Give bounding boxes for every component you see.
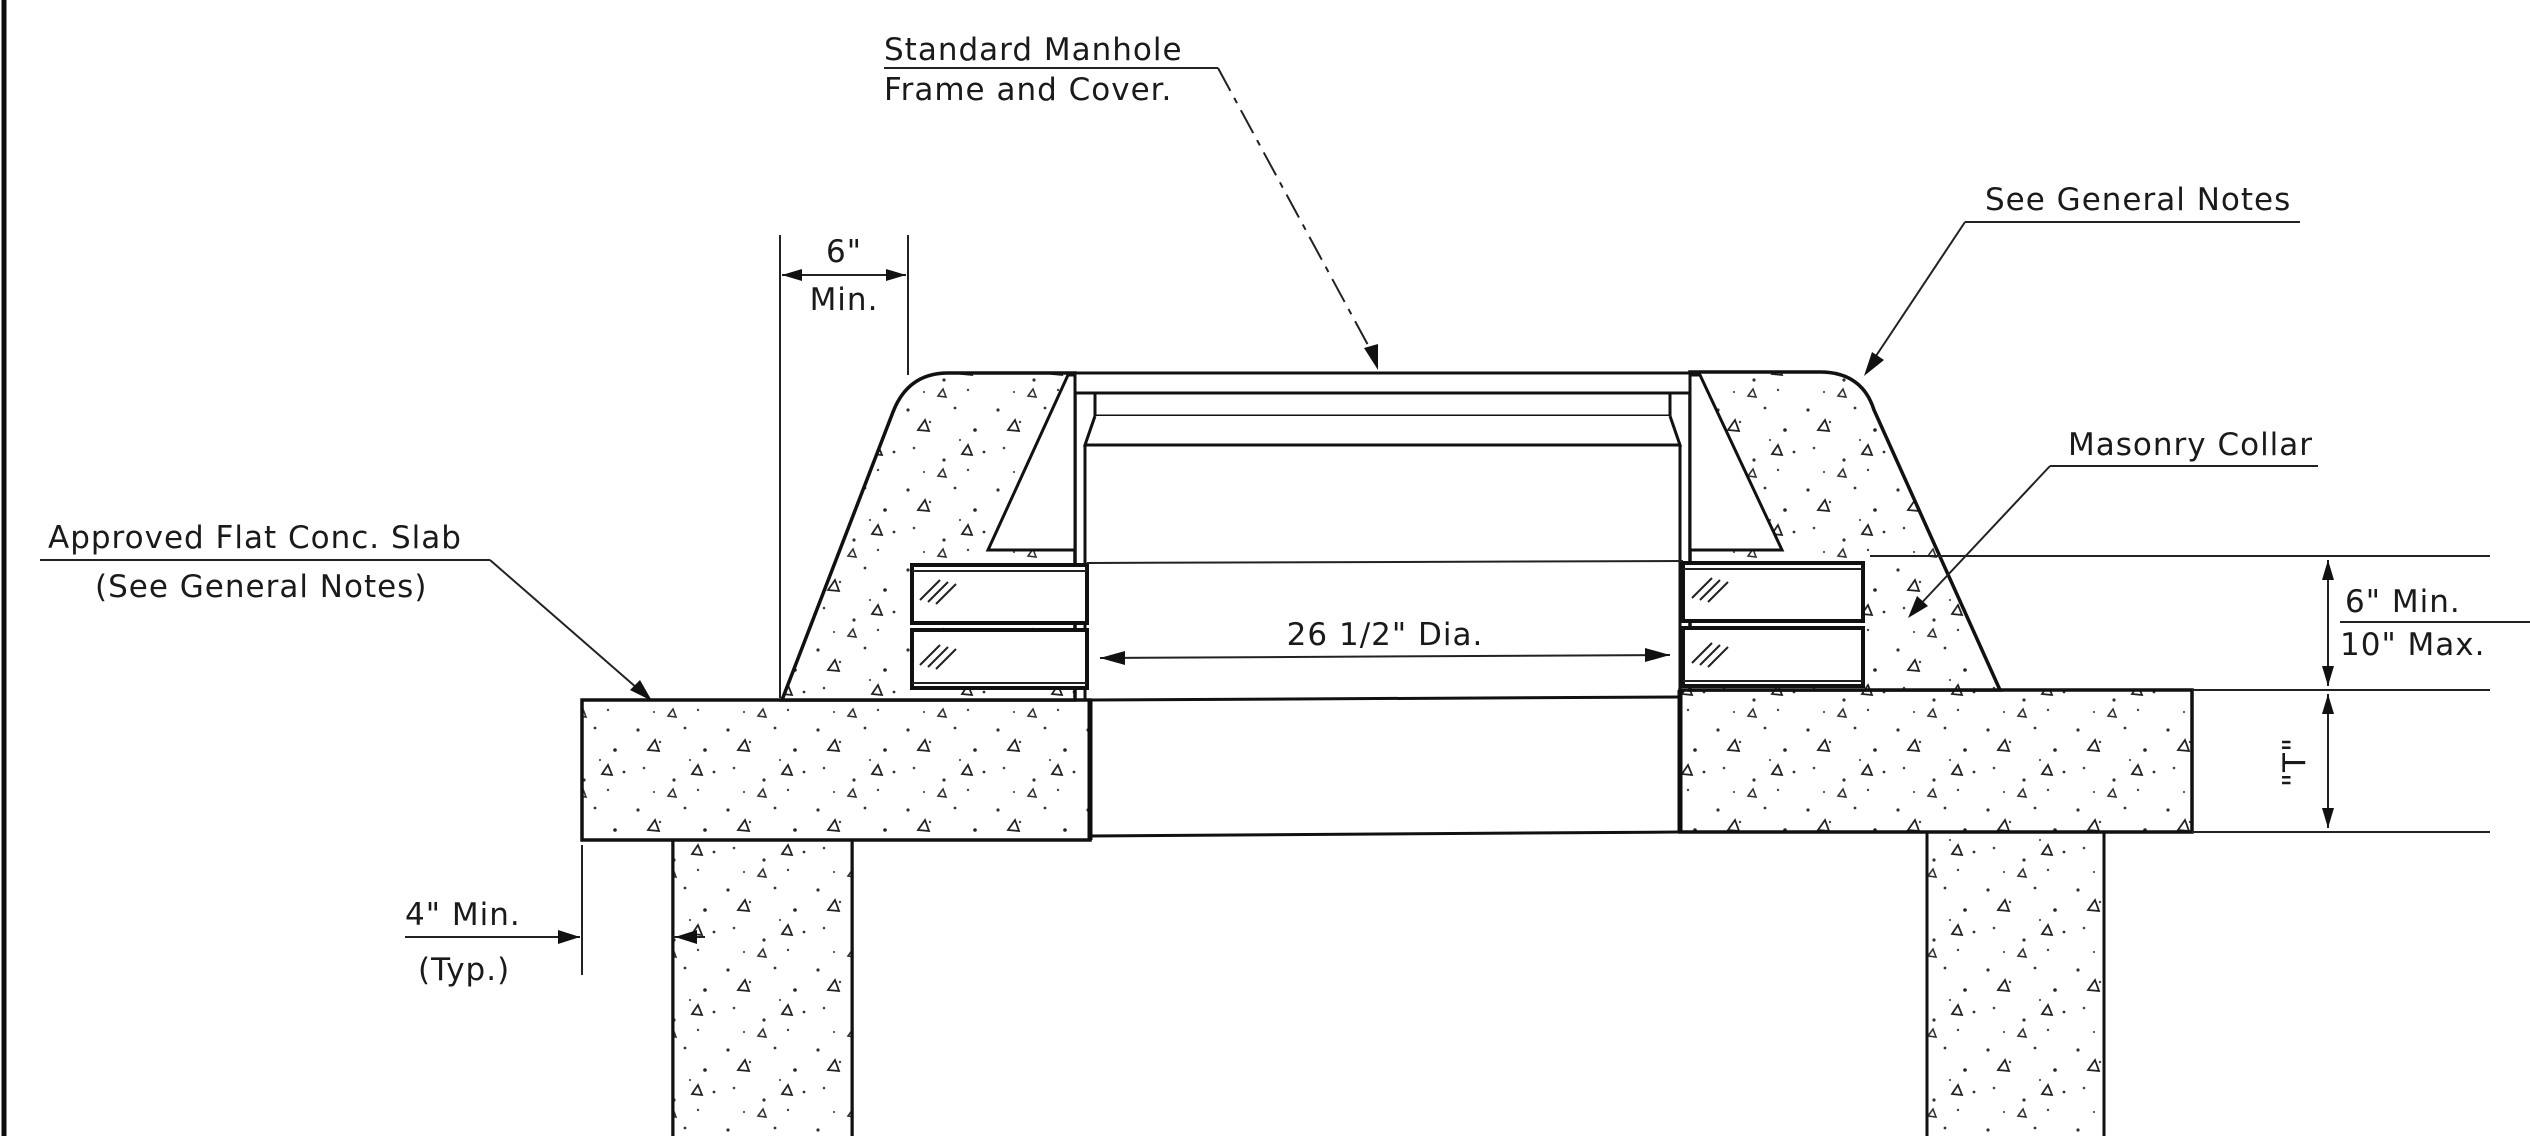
pier-offset-arrow-right [675,930,697,944]
masonry-collar-leader [1914,465,2051,611]
slab-opening-bottom-edge [1089,830,1681,838]
frame-cover-label-line1: Standard Manhole [884,32,1183,68]
pier-offset-min-label: 4" Min. [405,897,521,933]
right-brick-courses [1681,561,1865,688]
diameter-arrow-right [1645,648,1670,662]
frame-right-flange [1688,373,1785,552]
six-inch-arrow-right [886,269,906,281]
slab-right-section [1678,688,2194,834]
general-notes-leader-arrow [1864,352,1884,376]
slab-label-line1: Approved Flat Conc. Slab [48,520,462,556]
pier-offset-typ-label: (Typ.) [418,952,510,988]
left-brick-courses [910,563,1089,690]
frame-ring [1082,415,1683,447]
frame-cover-leader [1217,67,1376,359]
general-notes-label: See General Notes [1985,182,2291,218]
slab-opening-top-edge [1089,695,1681,702]
general-notes-leader [1869,221,1966,366]
frame-cover-leader-arrow [1364,344,1378,370]
manhole-cover-plate [1073,371,1692,395]
collar-height-max-label: 10" Max. [2340,627,2486,663]
slab-thickness-label: "T" [2277,737,2313,787]
frame-cover-label-line2: Frame and Cover. [884,72,1172,108]
slab-thickness-arrow-top [2322,694,2334,714]
masonry-collar-label: Masonry Collar [2068,427,2313,463]
six-inch-min-label: Min. [810,282,879,318]
six-inch-arrow-left [782,269,802,281]
slab-left-section [580,698,1092,842]
collar-height-arrow-top [2322,560,2334,580]
slab-leader [489,559,646,696]
pier-offset-arrow-left [558,930,580,944]
masonry-collar-leader-arrow [1908,596,1928,618]
collar-height-min-label: 6" Min. [2345,584,2461,620]
left-pier-fill [673,838,852,1136]
cover-seat [1093,391,1672,418]
six-inch-top-label: 6" [826,234,862,270]
collar-height-arrow-bottom [2322,666,2334,686]
collar-top-course-line [1086,560,1684,564]
diameter-label: 26 1/2" Dia. [1287,617,1484,653]
right-pier-fill [1927,832,2104,1136]
diameter-arrow-left [1100,651,1125,665]
diameter-dimension-line [1099,654,1671,659]
slab-leader-arrow [630,680,652,701]
slab-thickness-arrow-bottom [2322,808,2334,828]
slab-label-line2: (See General Notes) [95,569,427,605]
